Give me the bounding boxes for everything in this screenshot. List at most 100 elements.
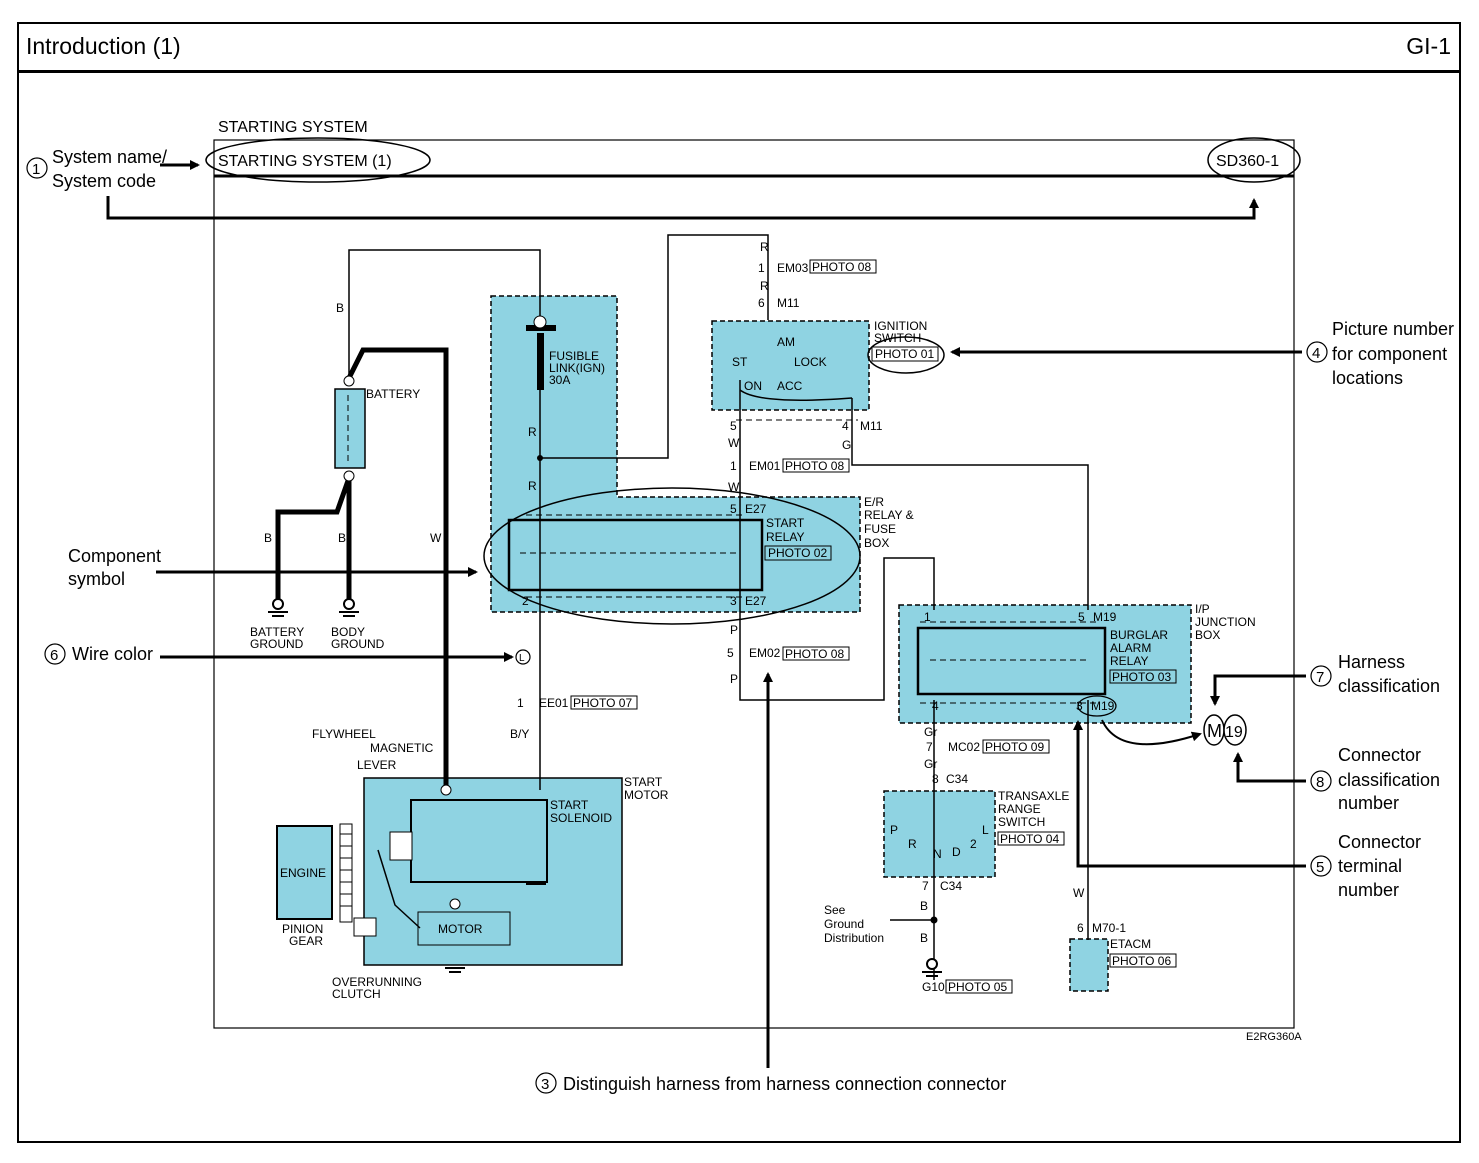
diagram-frame <box>213 139 1295 1029</box>
flywheel <box>339 823 353 923</box>
er-box-label-4: BOX <box>864 536 889 550</box>
connector-number: 19 <box>1225 724 1243 741</box>
m19-top-pin: 5 <box>1078 610 1085 624</box>
transaxle-photo: PHOTO 04 <box>1000 832 1059 846</box>
annotation-1-line-1: System name/ <box>52 147 167 167</box>
em03-label: EM03 <box>777 261 809 275</box>
em02-label: EM02 <box>749 646 781 660</box>
annotation-2-line-1: Component <box>68 546 161 566</box>
annotation-6-text: Wire color <box>72 644 153 664</box>
em01-photo: PHOTO 08 <box>785 459 844 473</box>
wire-gr1: Gr <box>924 725 937 739</box>
battery-label: BATTERY <box>366 387 420 401</box>
burglar-alarm-relay <box>916 626 1107 696</box>
m19-bot-pin: 3 <box>1076 699 1083 713</box>
start-relay-photo: PHOTO 02 <box>768 546 827 560</box>
wire-switch-internal <box>739 389 853 401</box>
annotation-5-num: 5 <box>1316 859 1324 876</box>
see-ground-1: See <box>824 903 846 917</box>
tr-n: N <box>933 847 942 861</box>
annotation-3-num: 3 <box>541 1076 549 1093</box>
ee01-label: EE01 <box>539 696 569 710</box>
annotation-2-line-2: symbol <box>68 569 125 589</box>
start-motor-label-1: START <box>624 775 663 789</box>
tr-d: D <box>952 845 961 859</box>
tr-p: P <box>890 823 898 837</box>
m19-left-bot-pin: 4 <box>932 699 939 713</box>
transaxle-switch-box <box>883 790 996 878</box>
wire-w1: W <box>430 531 442 545</box>
see-ground-3: Distribution <box>824 931 884 945</box>
wire-b2: B <box>264 531 272 545</box>
battery-symbol <box>334 388 366 469</box>
plunger <box>389 831 413 861</box>
e27-bot-label: E27 <box>745 594 767 608</box>
fusible-link-label-1: FUSIBLE <box>549 349 599 363</box>
page-code: GI-1 <box>1406 33 1451 59</box>
tr-2: 2 <box>970 837 977 851</box>
fuse-terminal <box>533 315 547 329</box>
c34-top-pin: 8 <box>932 772 939 786</box>
motor-label: MOTOR <box>438 922 483 936</box>
transaxle-label-1: TRANSAXLE <box>998 789 1069 803</box>
m19-top-label: M19 <box>1093 610 1117 624</box>
annotation-5-line-3: number <box>1338 880 1399 900</box>
c34-top-label: C34 <box>946 772 968 786</box>
m11-top-pin: 6 <box>758 296 765 310</box>
wire-battery-to-fuse <box>348 249 541 376</box>
etacm-box <box>1069 938 1109 992</box>
ground-photo: PHOTO 05 <box>948 980 1007 994</box>
page-title: Introduction (1) <box>26 33 181 59</box>
solenoid-label-1: START <box>550 798 589 812</box>
arrow-system-code <box>106 196 1259 220</box>
fusible-link <box>537 333 544 390</box>
wire-b1: B <box>336 301 344 315</box>
burglar-label-3: RELAY <box>1110 654 1148 668</box>
annotation-4-num: 4 <box>1312 345 1320 362</box>
annotation-4-line-3: locations <box>1332 368 1403 388</box>
fusible-link-label-2: LINK(IGN) <box>549 361 605 375</box>
mc02-photo: PHOTO 09 <box>985 740 1044 754</box>
wire-ignition-to-ip <box>851 398 1089 610</box>
start-relay-label-1: START <box>766 516 805 530</box>
system-code: SD360-1 <box>1216 153 1279 170</box>
fusible-link-label-3: 30A <box>549 373 570 387</box>
wire-by: B/Y <box>510 727 529 741</box>
see-ground-2: Ground <box>824 917 864 931</box>
wire-color-letter: L <box>519 653 525 664</box>
solenoid-label-2: SOLENOID <box>550 811 612 825</box>
wire-color-marker <box>515 649 531 665</box>
engine-block <box>276 825 333 920</box>
transaxle-label-3: SWITCH <box>998 815 1045 829</box>
system-title: STARTING SYSTEM (1) <box>218 153 392 170</box>
battery-ground-cable <box>275 477 352 600</box>
overrunning-label-1: OVERRUNNING <box>332 975 422 989</box>
wire-ignition-to-relay <box>739 380 935 701</box>
em01-label: EM01 <box>749 459 781 473</box>
m70-pin: 6 <box>1077 921 1084 935</box>
start-relay-label-2: RELAY <box>766 530 804 544</box>
body-ground-label-2: GROUND <box>331 637 385 651</box>
battery-positive-cable <box>346 347 449 790</box>
m11-g-label: M11 <box>860 419 883 433</box>
start-motor-label-2: MOTOR <box>624 788 669 802</box>
m19-ellipse <box>1077 695 1117 717</box>
annotation-7-num: 7 <box>1316 669 1324 686</box>
lever <box>377 849 421 929</box>
switch-acc: ACC <box>777 379 803 393</box>
mc02-pin: 7 <box>926 740 933 754</box>
wire-w4: W <box>1073 886 1085 900</box>
burglar-photo: PHOTO 03 <box>1112 670 1171 684</box>
annotation-7-line-2: classification <box>1338 676 1440 696</box>
wire-b5: B <box>920 931 928 945</box>
wire-b3: B <box>338 531 346 545</box>
wire-g1: G <box>842 438 851 452</box>
tr-r: R <box>908 837 917 851</box>
annotation-7-line-1: Harness <box>1338 652 1405 672</box>
system-code-ellipse <box>1207 137 1301 183</box>
annotation-4-line-2: for component <box>1332 344 1447 364</box>
battery-ground-label-1: BATTERY <box>250 625 304 639</box>
ignition-photo: PHOTO 01 <box>875 347 934 361</box>
component-symbol-ellipse <box>483 487 861 625</box>
m19-bot-label: M19 <box>1091 699 1115 713</box>
